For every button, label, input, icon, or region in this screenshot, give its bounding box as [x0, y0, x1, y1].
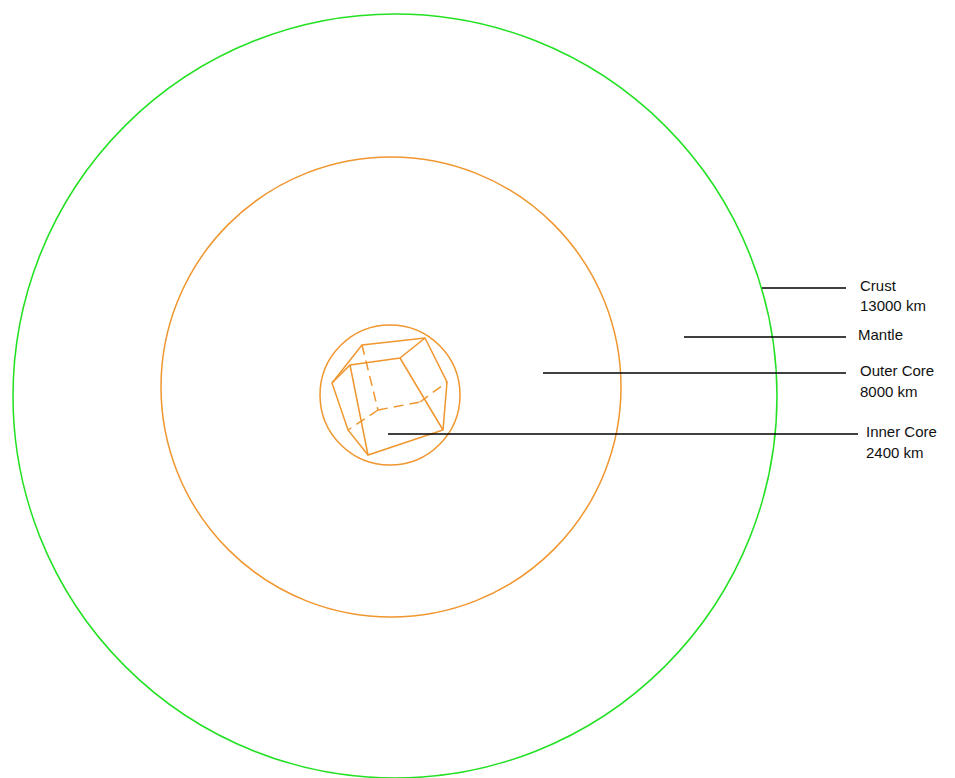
layer-name: Mantle [858, 326, 903, 344]
cube-hidden-edge [378, 402, 420, 410]
cube-outline [332, 338, 447, 455]
cube-hidden-edge [348, 410, 378, 430]
outer-core-circle [161, 157, 621, 617]
dimension: 13000 km [860, 297, 926, 315]
cube-edge [350, 365, 368, 455]
layer-name: Inner Core [866, 423, 937, 441]
leader-line [388, 433, 858, 435]
layer-name: Outer Core [860, 362, 934, 380]
dimension: 2400 km [866, 444, 924, 462]
cube-edge [400, 358, 443, 430]
cube-hidden-edge [420, 382, 447, 402]
crystal-cube [332, 338, 447, 455]
leader-line [762, 287, 846, 289]
layer-name: Crust [860, 277, 896, 295]
dimension: 8000 km [860, 383, 918, 401]
leader-lines [388, 288, 858, 434]
crust-circle [13, 14, 777, 778]
leader-line [543, 372, 846, 374]
leader-line [684, 336, 846, 338]
inner-core-circle [320, 325, 460, 465]
cube-hidden-edge [362, 345, 378, 410]
